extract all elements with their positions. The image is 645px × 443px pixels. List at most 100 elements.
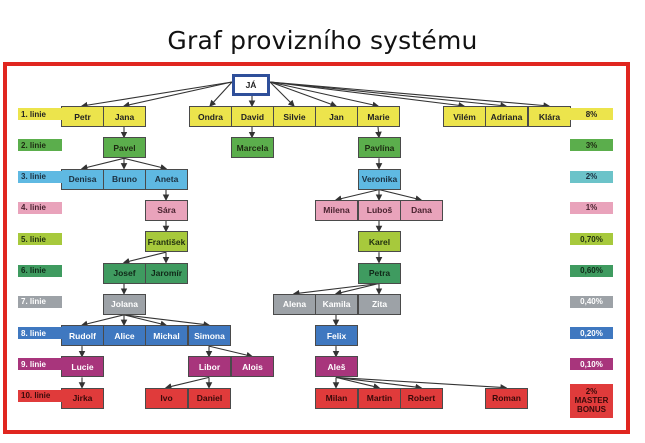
tree-node[interactable]: Veronika: [358, 168, 401, 190]
level-commission: 0,60%: [570, 264, 613, 277]
level-label: 2. linie: [18, 139, 62, 152]
tree-edge: [269, 81, 295, 107]
tree-node[interactable]: Libor: [188, 356, 231, 378]
tree-node[interactable]: Pavel: [103, 137, 146, 159]
tree-node[interactable]: Adriana: [485, 106, 528, 127]
tree-edge: [164, 376, 210, 390]
tree-node[interactable]: Marie: [357, 106, 400, 127]
commission-percent: 0,20%: [580, 328, 603, 338]
tree-edge: [269, 81, 466, 109]
commission-percent: 8%: [585, 109, 598, 119]
tree-edge: [209, 81, 233, 107]
tree-node[interactable]: Petr: [61, 106, 104, 127]
tree-node[interactable]: Aleš: [315, 356, 358, 378]
level-commission: 0,20%: [570, 327, 613, 340]
tree-node[interactable]: Sára: [145, 199, 188, 221]
tree-node[interactable]: Kamila: [315, 293, 358, 315]
tree-node[interactable]: Karel: [358, 231, 401, 253]
level-label: 7. linie: [18, 295, 62, 308]
tree-node[interactable]: Lucie: [61, 356, 104, 378]
level-label: 3. linie: [18, 170, 62, 183]
tree-edge: [80, 314, 125, 327]
commission-percent: 2%: [585, 172, 598, 182]
tree-node[interactable]: Petra: [358, 262, 401, 284]
tree-node[interactable]: Klára: [528, 106, 571, 127]
tree-edge: [80, 157, 125, 171]
tree-edge: [80, 81, 233, 109]
tree-edge: [122, 251, 167, 265]
tree-edge: [292, 282, 380, 297]
tree-node[interactable]: Milan: [315, 387, 358, 409]
tree-edge: [123, 157, 168, 171]
tree-node[interactable]: Alois: [231, 356, 274, 378]
tree-node[interactable]: Milena: [315, 199, 358, 221]
master-bonus-text: MASTER: [574, 396, 609, 406]
tree-node[interactable]: Rudolf: [61, 325, 104, 347]
commission-percent: 0,10%: [580, 359, 603, 369]
level-commission: 3%: [570, 139, 613, 152]
tree-node[interactable]: Alice: [103, 325, 146, 347]
tree-edge: [122, 81, 233, 109]
tree-node[interactable]: Marcela: [231, 137, 274, 159]
tree-edge: [335, 376, 381, 390]
level-label: 6. linie: [18, 264, 62, 277]
tree-edge: [269, 81, 508, 109]
commission-percent: 0,40%: [580, 297, 603, 307]
tree-node[interactable]: David: [231, 106, 274, 127]
level-commission: 0,10%: [570, 358, 613, 371]
level-commission: 8%: [570, 108, 613, 120]
tree-edge: [269, 81, 380, 109]
tree-node[interactable]: Daniel: [188, 387, 231, 409]
tree-node[interactable]: František: [145, 231, 188, 253]
tree-edge: [123, 314, 168, 327]
tree-node[interactable]: Ivo: [145, 387, 188, 409]
level-commission: 0,40%: [570, 295, 613, 308]
diagram-frame: [3, 62, 630, 434]
level-label: 10. linie: [18, 389, 62, 402]
tree-node[interactable]: Zita: [358, 293, 401, 315]
level-label: 4. linie: [18, 201, 62, 214]
tree-edge: [378, 189, 423, 202]
tree-node[interactable]: Jana: [103, 106, 146, 127]
master-bonus-text: BONUS: [577, 405, 606, 415]
tree-node[interactable]: Simona: [188, 325, 231, 347]
tree-node[interactable]: Jolana: [103, 293, 146, 315]
commission-percent: 0,70%: [580, 234, 603, 244]
tree-node[interactable]: Roman: [485, 387, 528, 409]
tree-node[interactable]: Vilém: [443, 106, 486, 127]
tree-node[interactable]: Denisa: [61, 168, 104, 190]
tree-node[interactable]: Aneta: [145, 168, 188, 190]
tree-node[interactable]: Dana: [400, 199, 443, 221]
tree-edge: [335, 376, 423, 391]
tree-edge: [375, 126, 382, 139]
tree-edge: [123, 314, 211, 328]
tree-node[interactable]: Silvie: [273, 106, 316, 127]
commission-percent: 2%: [585, 387, 598, 397]
tree-node[interactable]: Martin: [358, 387, 401, 409]
level-label: 8. linie: [18, 327, 62, 340]
level-label: 1. linie: [18, 108, 62, 120]
tree-node[interactable]: Robert: [400, 387, 443, 409]
tree-edge: [334, 282, 380, 296]
tree-node[interactable]: Ondra: [189, 106, 232, 127]
root-node[interactable]: JÁ: [232, 74, 270, 96]
commission-percent: 0,60%: [580, 266, 603, 275]
tree-edge: [334, 189, 380, 202]
page-title: Graf provizního systému: [167, 26, 478, 55]
tree-node[interactable]: Felix: [315, 325, 358, 347]
tree-node[interactable]: Bruno: [103, 168, 146, 190]
tree-node[interactable]: Jan: [315, 106, 358, 127]
tree-node[interactable]: Jaromír: [145, 262, 188, 284]
tree-node[interactable]: Michal: [145, 325, 188, 347]
tree-node[interactable]: Pavlína: [358, 137, 401, 159]
level-commission: 0,70%: [570, 233, 613, 246]
tree-node[interactable]: Jirka: [61, 387, 104, 409]
tree-edge: [208, 345, 254, 359]
tree-edge: [269, 81, 338, 108]
tree-node[interactable]: Josef: [103, 262, 146, 284]
commission-percent: 1%: [585, 203, 598, 213]
level-label: 5. linie: [18, 233, 62, 246]
tree-node[interactable]: Luboš: [358, 199, 401, 221]
tree-node[interactable]: Alena: [273, 293, 316, 315]
